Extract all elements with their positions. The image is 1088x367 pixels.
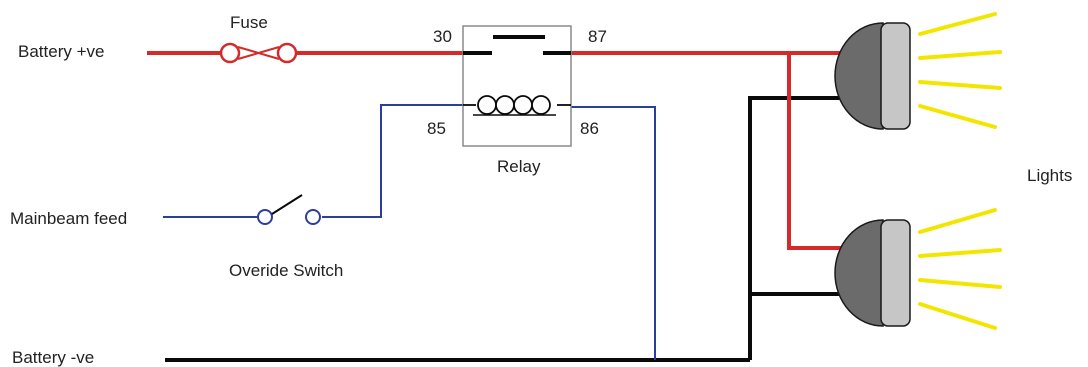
switch-lever (271, 194, 303, 215)
relay-pin-87-label: 87 (588, 27, 607, 46)
relay-box (462, 25, 572, 147)
fuse (219, 42, 298, 64)
switch-contact-left (257, 209, 273, 225)
relay (462, 25, 572, 147)
override-switch-label: Overide Switch (229, 261, 343, 280)
mainbeam-feed-label: Mainbeam feed (10, 209, 127, 228)
bottom-lamp-lens (880, 219, 911, 327)
top-lamp-housing (834, 22, 884, 130)
relay-pin-86-label: 86 (580, 119, 599, 138)
fuse-element (237, 46, 280, 60)
switch-to-relay-85-wire (322, 104, 463, 218)
bottom-lamp (834, 208, 1002, 330)
relay-label: Relay (497, 157, 541, 176)
relay-switch-contacts (463, 35, 571, 55)
top-lamp-lens (880, 22, 911, 130)
fuse-label: Fuse (230, 13, 268, 32)
relay-coil (463, 95, 571, 116)
signal-wiring (163, 104, 656, 360)
battery-positive-label: Battery +ve (18, 42, 104, 61)
positive-wiring (147, 51, 845, 250)
fuse-terminal-right (276, 42, 298, 64)
override-switch (257, 194, 321, 225)
battery-negative-label: Battery -ve (12, 348, 94, 367)
bottom-lamp-housing (834, 219, 884, 327)
top-lamp (834, 12, 1002, 130)
fuse-terminal-left (219, 42, 241, 64)
relay-pin-85-label: 85 (427, 119, 446, 138)
switch-contact-right (305, 209, 321, 225)
ground-wiring (165, 96, 842, 362)
top-lamp-light-rays (918, 12, 1002, 129)
lights-label: Lights (1027, 166, 1072, 185)
relay-86-to-ground-wire (571, 106, 656, 360)
relay-pin-30-label: 30 (433, 27, 452, 46)
feed-to-bottom-lamp-wire (787, 53, 842, 250)
bottom-lamp-light-rays (918, 208, 1002, 330)
